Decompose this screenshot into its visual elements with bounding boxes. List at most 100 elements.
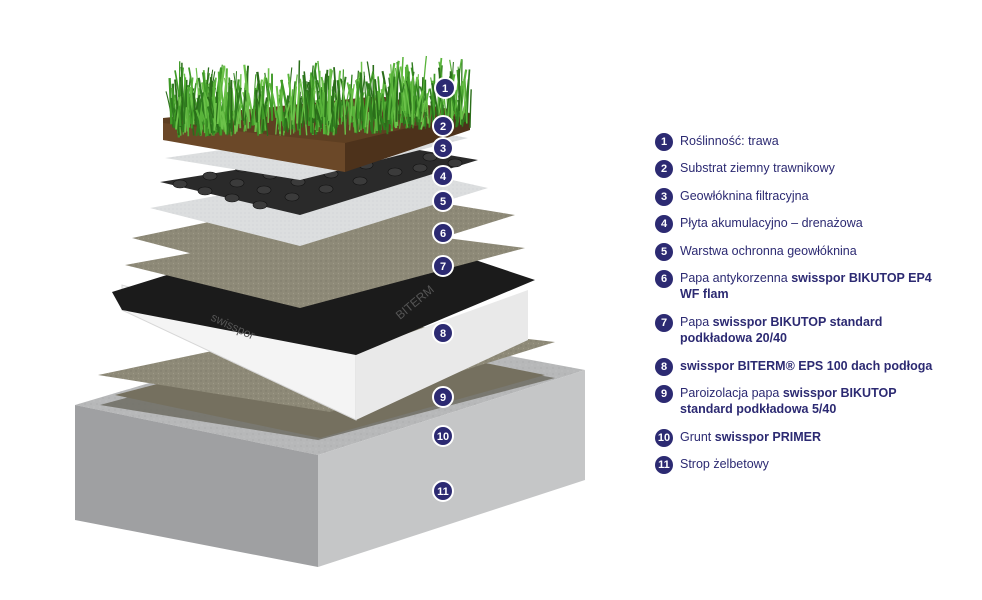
- grass-blade: [366, 111, 370, 134]
- grass-blade: [237, 83, 246, 126]
- grass-blade: [372, 90, 376, 119]
- legend-item-3: 3 Geowłóknina filtracyjna: [655, 188, 935, 206]
- layer-badge-7: [432, 255, 454, 277]
- grass-blade: [252, 74, 257, 120]
- grass-blade: [463, 79, 466, 114]
- layer-badge-3: [432, 137, 454, 159]
- grass-blade: [262, 103, 269, 137]
- grass-blade: [328, 68, 332, 121]
- grass-blade: [362, 88, 370, 129]
- legend-text: Substrat ziemny trawnikowy: [680, 160, 935, 176]
- grass-blade: [420, 100, 427, 123]
- grass-blade: [279, 89, 283, 122]
- grass-blade: [374, 79, 380, 131]
- grass-blade: [192, 92, 197, 126]
- grass-blade: [242, 90, 247, 121]
- grass-blade: [174, 79, 180, 136]
- legend-item-5: 5 Warstwa ochronna geowłóknina: [655, 243, 935, 261]
- grass-blade: [388, 73, 398, 129]
- grass-blade: [195, 109, 204, 130]
- grass-blade: [318, 98, 327, 125]
- grass-blade: [203, 93, 211, 134]
- grass-blade: [228, 88, 232, 124]
- grass-blade: [293, 86, 298, 134]
- grass-blade: [414, 86, 421, 123]
- legend-text-product: swisspor BIKUTOP standard podkładowa 20/…: [680, 315, 883, 345]
- grass-blade: [257, 76, 267, 123]
- legend-badge: 1: [655, 133, 673, 151]
- grass-blade: [324, 69, 329, 118]
- layer-badge-5: [432, 190, 454, 212]
- legend-text: Geowłóknina filtracyjna: [680, 188, 935, 204]
- legend-text-plain: Strop żelbetowy: [680, 457, 769, 471]
- legend-text-product: swisspor BITERM® EPS 100 dach podłoga: [680, 359, 933, 373]
- grass-blade: [314, 108, 323, 129]
- grass-blade: [381, 93, 386, 124]
- layer-badge-number: 10: [437, 431, 449, 443]
- grass-blade: [283, 111, 289, 133]
- grass-blade: [405, 80, 413, 111]
- legend-badge: 3: [655, 188, 673, 206]
- grass-blade: [463, 77, 468, 124]
- grass-blade: [213, 102, 217, 131]
- layer-badge-10: [432, 425, 454, 447]
- grass-blade: [330, 99, 334, 127]
- legend-badge: 5: [655, 243, 673, 261]
- legend-text-plain: Roślinność: trawa: [680, 134, 779, 148]
- grass-blade: [170, 97, 176, 129]
- grass-blade: [189, 86, 195, 125]
- layer-badge-number: 8: [440, 328, 446, 340]
- grass-blade: [344, 92, 352, 128]
- grass-blade: [242, 92, 249, 117]
- grass-blade: [302, 74, 308, 125]
- layer-badge-number: 4: [440, 171, 447, 183]
- legend-item-1: 1 Roślinność: trawa: [655, 133, 935, 151]
- grass-blade: [226, 86, 231, 136]
- grass-blade: [411, 75, 414, 125]
- grass-blade: [179, 76, 184, 123]
- layer-1-grass: [165, 55, 472, 138]
- legend-text-plain: Grunt: [680, 430, 715, 444]
- grass-blade: [184, 107, 187, 133]
- layer-badge-number: 3: [440, 143, 446, 155]
- grass-blade: [344, 89, 350, 116]
- legend-text-plain: Papa antykorzenna: [680, 271, 792, 285]
- legend-text: Grunt swisspor PRIMER: [680, 429, 935, 445]
- grass-blade: [469, 89, 472, 128]
- layer-badge-number: 6: [440, 228, 446, 240]
- legend-text-plain: Płyta akumulacyjno – drenażowa: [680, 216, 863, 230]
- layer-badge-8: [432, 322, 454, 344]
- grass-blade: [298, 91, 301, 129]
- grass-blade: [310, 88, 313, 133]
- legend-text-plain: Geowłóknina filtracyjna: [680, 189, 809, 203]
- grass-blade: [288, 76, 293, 121]
- grass-blade: [180, 66, 186, 124]
- layer-badge-4: [432, 165, 454, 187]
- legend-text: Paroizolacja papa swisspor BIKUTOP stand…: [680, 385, 935, 417]
- layer-badge-11: [432, 480, 454, 502]
- grass-blade: [216, 66, 226, 125]
- grass-blade: [275, 110, 281, 132]
- layer-badge-number: 11: [437, 486, 449, 498]
- layer-badge-number: 7: [440, 261, 446, 273]
- grass-blade: [401, 92, 404, 112]
- grass-blade: [256, 71, 263, 118]
- grass-blade: [387, 62, 396, 120]
- legend-badge: 7: [655, 314, 673, 332]
- legend-badge: 6: [655, 270, 673, 288]
- grass-blade: [235, 103, 243, 132]
- grass-blade: [285, 104, 290, 128]
- grass-blade: [418, 95, 424, 129]
- grass-blade: [322, 92, 326, 135]
- grass-blade: [201, 82, 208, 119]
- legend-text-plain: Warstwa ochronna geowłóknina: [680, 244, 857, 258]
- grass-blade: [255, 89, 259, 123]
- legend-text: Warstwa ochronna geowłóknina: [680, 243, 935, 259]
